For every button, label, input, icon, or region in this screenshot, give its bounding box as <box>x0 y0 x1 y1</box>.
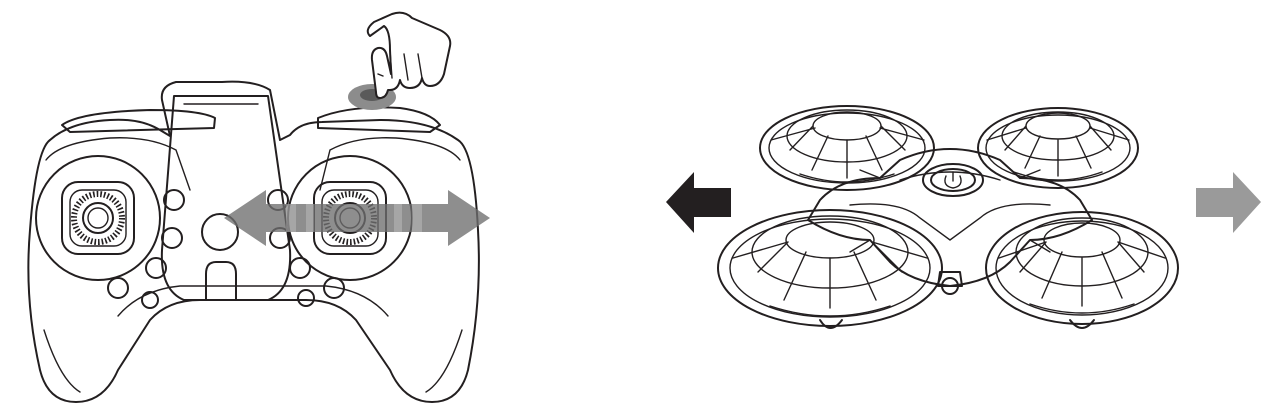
button-left-2 <box>161 227 183 249</box>
quadcopter-drone <box>717 105 1179 329</box>
rotor-guard-front-right <box>985 211 1179 329</box>
button-right-3 <box>289 257 311 279</box>
button-left-4 <box>107 277 129 299</box>
rotor-guard-back-right <box>977 107 1139 189</box>
rotor-guard-back-left <box>759 105 935 191</box>
button-left-1 <box>163 189 185 211</box>
remote-controller <box>27 80 480 403</box>
double-arrow-horizontal-icon <box>224 190 490 246</box>
pointing-hand-icon <box>366 11 452 99</box>
arrow-left-icon <box>666 172 731 233</box>
rotor-guard-front-left <box>717 209 943 329</box>
arrow-right-icon <box>1196 172 1261 233</box>
left-stick-grip <box>71 191 125 245</box>
button-left-5 <box>141 291 159 309</box>
button-right-5 <box>297 289 315 307</box>
power-icon <box>922 163 984 197</box>
center-power-button <box>201 213 239 251</box>
button-right-4 <box>323 277 345 299</box>
button-left-3 <box>145 257 167 279</box>
